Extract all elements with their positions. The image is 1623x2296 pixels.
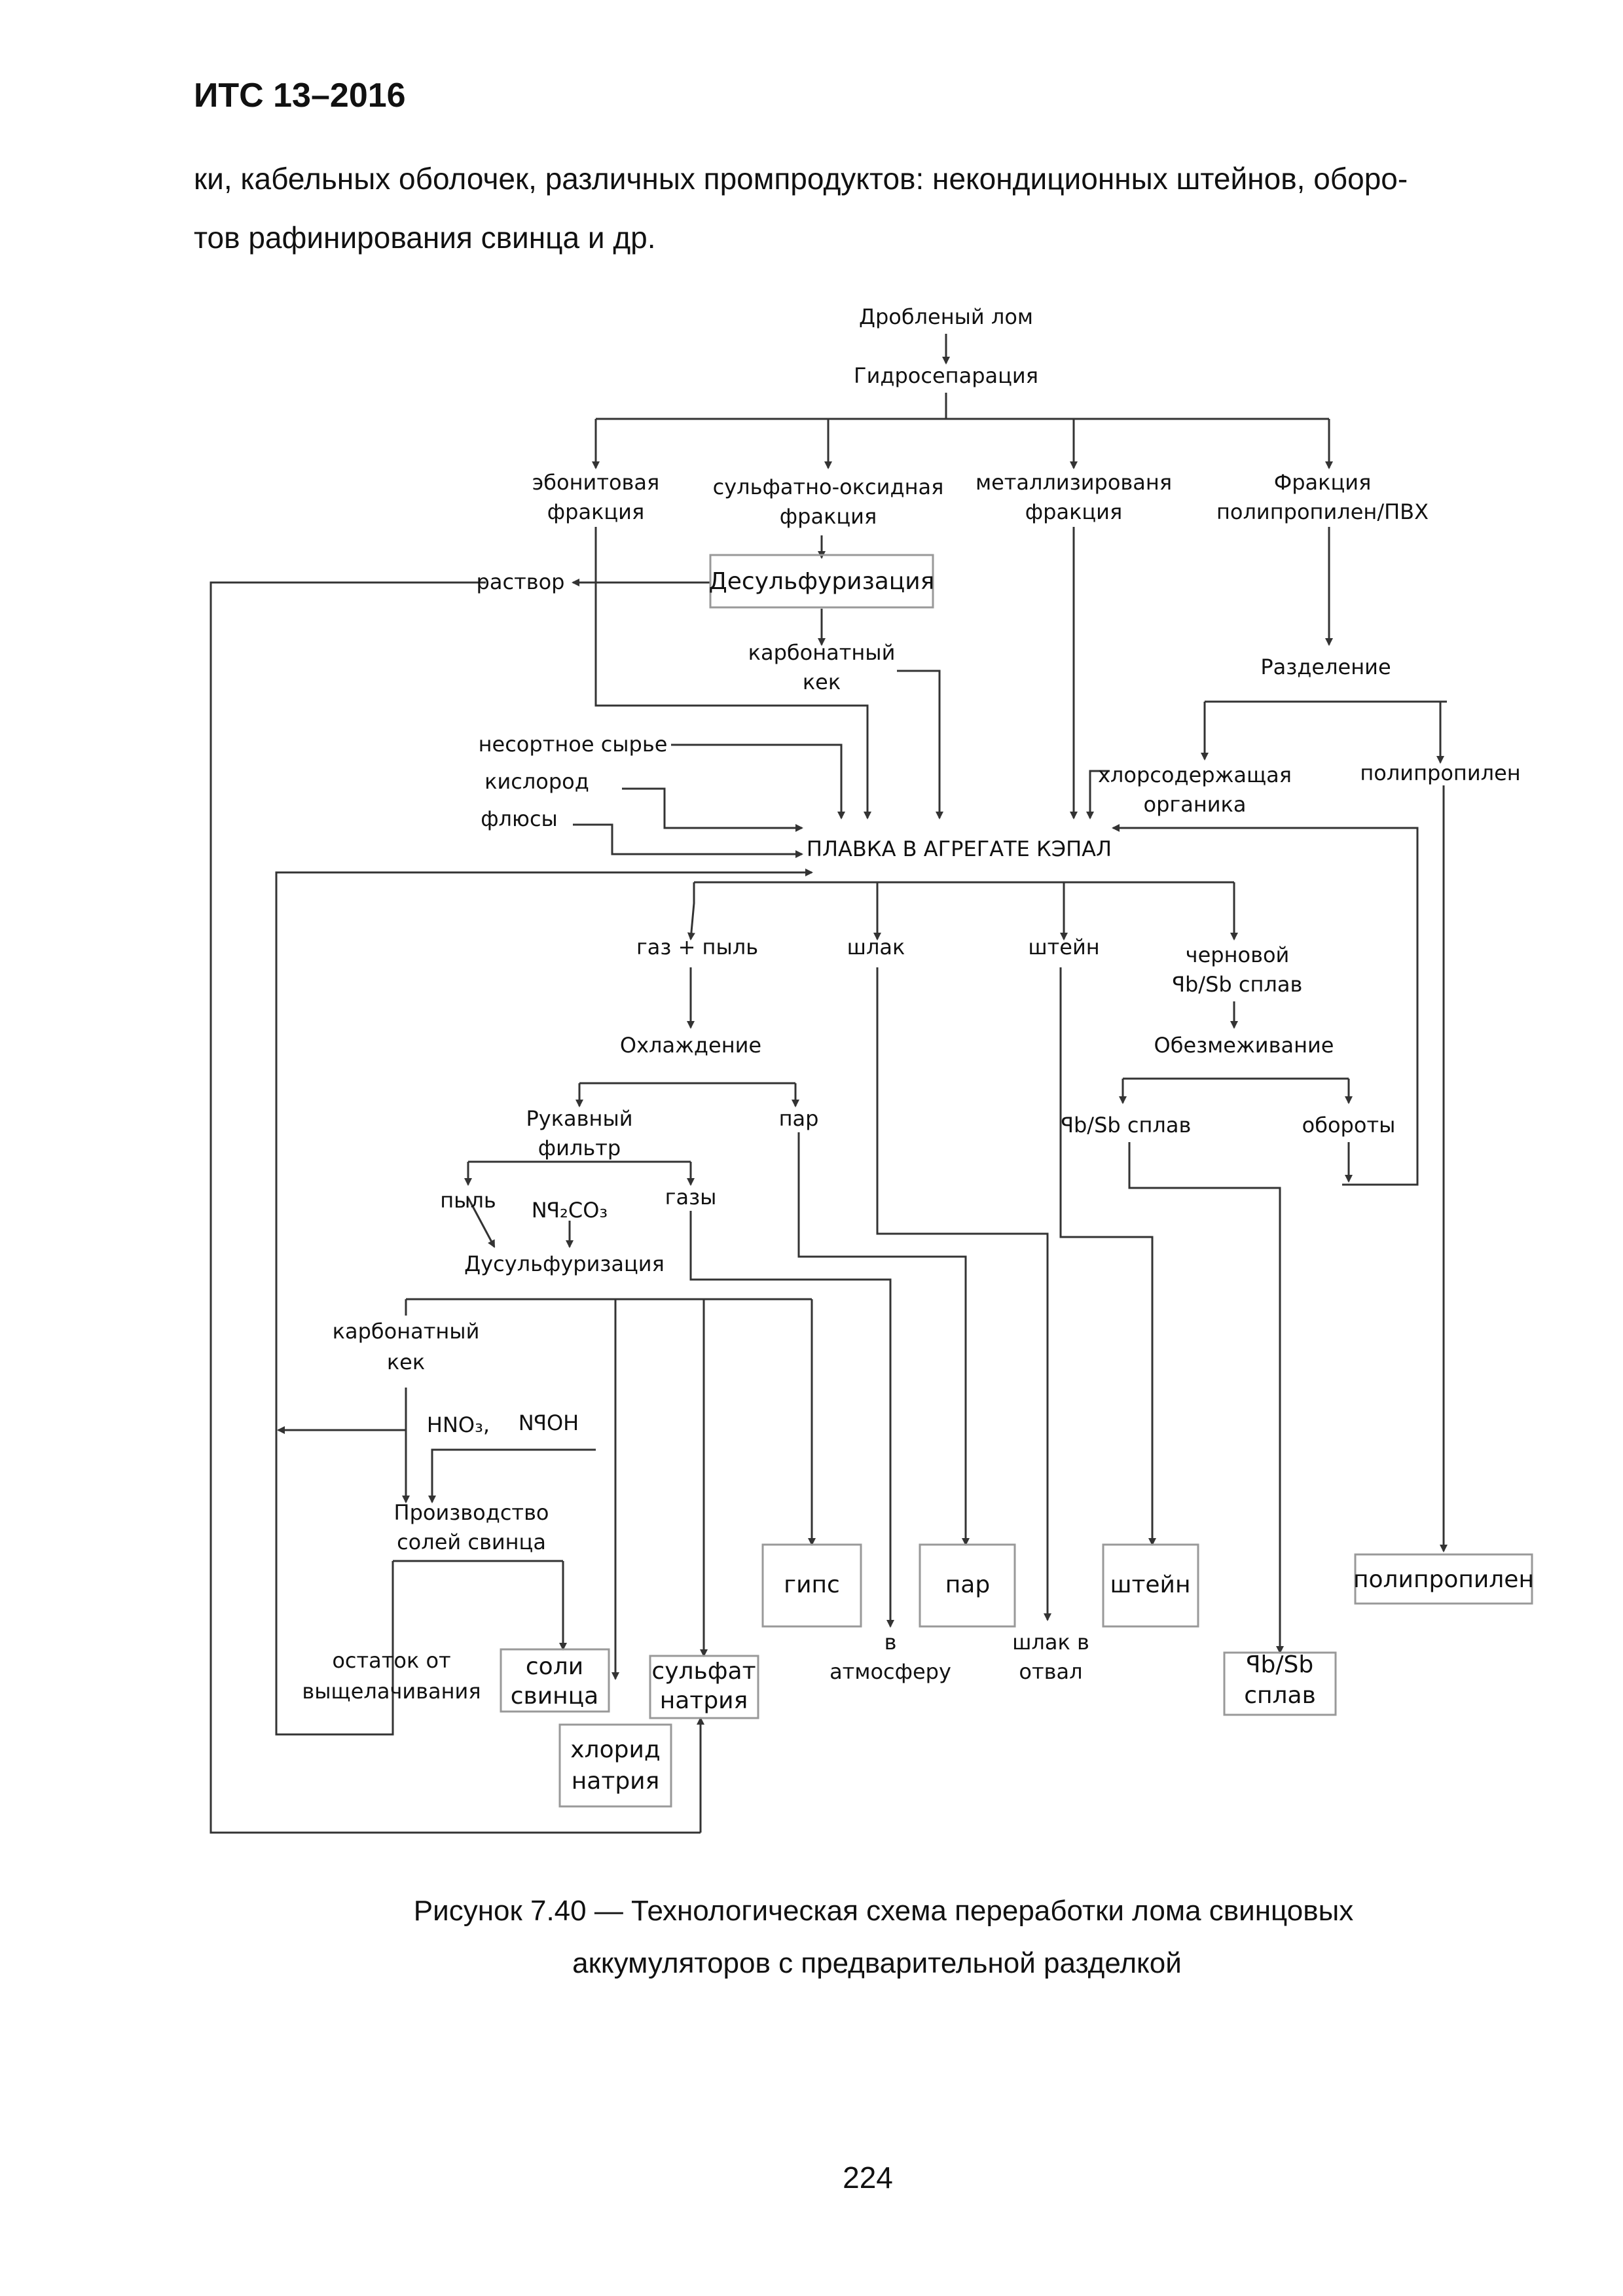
label-metallized-2: фракция xyxy=(1025,499,1122,524)
label-gypsum: гипс xyxy=(784,1571,840,1598)
label-leach-residue-1: остаток от xyxy=(332,1648,450,1673)
lead-salts-box xyxy=(500,1648,610,1713)
label-matte-out: штейн xyxy=(1110,1571,1191,1598)
label-sodium-chloride-1: хлорид xyxy=(570,1736,660,1763)
label-sulfate-oxide-1: сульфатно-оксидная xyxy=(713,475,944,499)
label-carbonate-cake2-1: карбонатный xyxy=(333,1319,480,1344)
sodium-chloride-box xyxy=(558,1723,672,1808)
label-to-atmosphere-1: в xyxy=(884,1630,897,1655)
label-hno3: HNO₃, xyxy=(427,1412,490,1437)
label-to-atmosphere-2: атмосферу xyxy=(830,1659,951,1684)
label-ebonite-fraction-1: эбонитовая xyxy=(532,470,660,495)
label-steam-out: пар xyxy=(945,1571,990,1598)
label-oxygen: кислород xyxy=(484,769,589,794)
paragraph-line-1: ки, кабельных оболочек, различных промпр… xyxy=(194,162,1408,196)
label-bag-filter-1: Рукавный xyxy=(526,1106,632,1131)
label-carbonate-cake-2: кек xyxy=(803,670,841,694)
label-crude-alloy-2: ꟼb/Sb сплав xyxy=(1173,972,1303,997)
label-chlorine-organics-1: хлорсодержащая xyxy=(1098,762,1292,787)
steam-box xyxy=(919,1543,1016,1628)
label-hydroseparation: Гидросепарация xyxy=(854,363,1038,388)
gypsum-box xyxy=(761,1543,862,1628)
label-sodium-chloride-2: натрия xyxy=(572,1768,659,1795)
figure-caption-line-2: аккумуляторов с предварительной разделко… xyxy=(572,1947,1182,1979)
node-labels: Дробленый лом Гидросепарация эбонитовая … xyxy=(302,304,1534,1795)
label-slag: шлак xyxy=(847,935,905,960)
label-chlorine-organics-2: органика xyxy=(1144,792,1247,817)
label-metallized-1: металлизированя xyxy=(976,470,1172,495)
label-leach-residue-2: выщелачивания xyxy=(302,1679,481,1704)
label-ebonite-fraction-2: фракция xyxy=(547,499,644,524)
pbsb-alloy-box xyxy=(1223,1651,1337,1716)
label-slag-dump-2: отвал xyxy=(1019,1659,1082,1684)
label-pp-pvc-1: Фракция xyxy=(1274,470,1372,495)
page-number: 224 xyxy=(843,2161,893,2195)
label-pbsb-alloy: ꟼb/Sb сплав xyxy=(1061,1113,1192,1138)
label-desulfurization-2: Дусульфуризация xyxy=(464,1251,665,1276)
output-boxes xyxy=(500,554,1533,1808)
label-decoppering: Обезмеживание xyxy=(1154,1033,1334,1058)
label-slag-dump-1: шлак в xyxy=(1012,1630,1089,1655)
label-sulfate-oxide-2: фракция xyxy=(780,504,877,529)
label-matte: штейн xyxy=(1028,935,1099,960)
desulfurization-box xyxy=(709,554,934,609)
label-lead-salts-2: свинца xyxy=(511,1683,599,1710)
label-pbsb-out-2: сплав xyxy=(1244,1682,1316,1709)
label-bag-filter-2: фильтр xyxy=(538,1136,621,1160)
label-pbsb-out-1: ꟼb/Sb xyxy=(1247,1651,1313,1678)
label-dust: пыль xyxy=(440,1188,496,1213)
sodium-sulfate-box xyxy=(649,1655,759,1719)
body-paragraph: ки, кабельных оболочек, различных промпр… xyxy=(194,149,1542,267)
label-solution: раствор xyxy=(477,569,565,594)
label-carbonate-cake2-2: кек xyxy=(387,1350,425,1374)
label-lead-salts-production-2: солей свинца xyxy=(397,1530,546,1554)
label-returns: обороты xyxy=(1302,1113,1396,1138)
label-desulfurization: Десульфуризация xyxy=(709,568,935,595)
label-crude-alloy-1: черновой xyxy=(1186,942,1290,967)
label-fluxes: флюсы xyxy=(481,806,558,831)
matte-box xyxy=(1102,1543,1199,1628)
label-naoh: NꟼOH xyxy=(519,1410,579,1435)
label-steam: пар xyxy=(779,1106,819,1131)
label-pp-pvc-2: полипропилен/ПВХ xyxy=(1216,499,1429,524)
label-smelting: ПЛАВКА В АГРЕГАТЕ КЭПАЛ xyxy=(807,836,1112,861)
label-separation: Разделение xyxy=(1260,655,1391,679)
label-sodium-sulfate-1: сульфат xyxy=(651,1658,756,1685)
label-na2co3: Nꟼ₂CO₃ xyxy=(532,1198,608,1223)
label-gas-dust: газ + пыль xyxy=(636,935,758,960)
label-carbonate-cake-1: карбонатный xyxy=(748,640,896,665)
label-polypropylene-top: полипропилен xyxy=(1360,761,1520,785)
figure-caption-line-1: Рисунок 7.40 — Технологическая схема пер… xyxy=(413,1895,1354,1927)
label-crushed-scrap: Дробленый лом xyxy=(859,304,1033,329)
label-lead-salts-production-1: Производство xyxy=(394,1500,549,1525)
polypropylene-box xyxy=(1354,1553,1533,1605)
connector-lines xyxy=(210,334,1448,1834)
document-id-header: ИТС 13–2016 xyxy=(194,77,406,115)
label-offgrade-raw: несортное сырье xyxy=(479,732,668,757)
label-sodium-sulfate-2: натрия xyxy=(660,1687,748,1714)
label-gases: газы xyxy=(665,1185,717,1210)
paragraph-line-2: тов рафинирования свинца и др. xyxy=(194,221,656,255)
label-lead-salts-1: соли xyxy=(526,1653,583,1680)
label-cooling: Охлаждение xyxy=(620,1033,761,1058)
label-polypropylene-out: полипропилен xyxy=(1353,1566,1534,1593)
